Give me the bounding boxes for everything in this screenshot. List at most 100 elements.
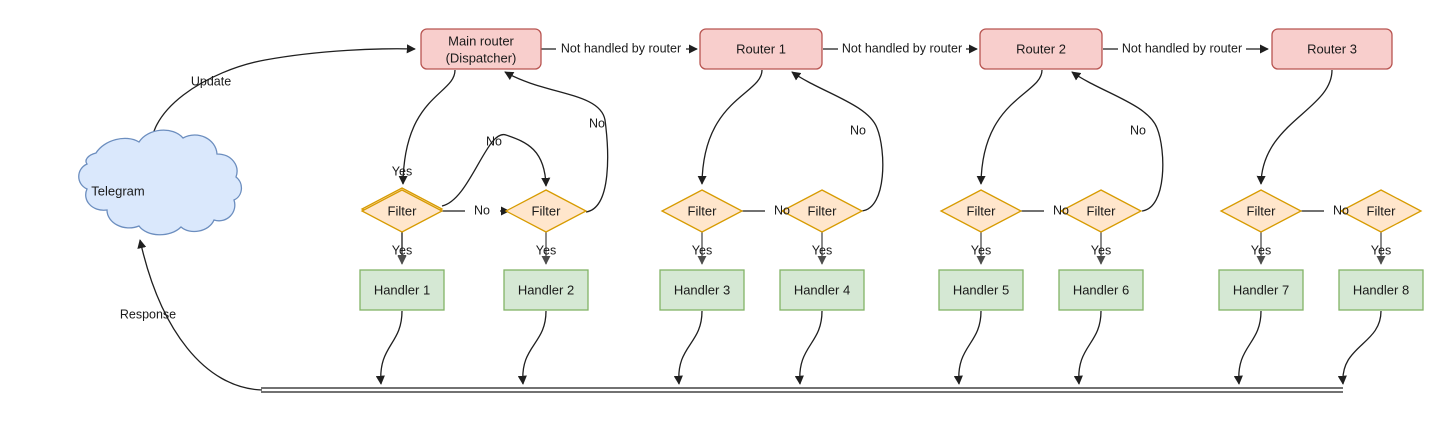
filter-4-shape (504, 189, 588, 233)
node-handler-6[interactable]: Handler 6 (1058, 269, 1144, 311)
handler-8-label: Handler 8 (1353, 282, 1409, 297)
edge-h4-to-bus (794, 310, 823, 385)
handler-5-label: Handler 5 (953, 282, 1009, 297)
filter-6-shape (780, 189, 864, 233)
handler-7-box (1218, 269, 1304, 311)
edge-f6-no-to-r1 (791, 71, 884, 212)
node-handler-4[interactable]: Handler 4 (779, 269, 865, 311)
node-filter-7[interactable]: Filter (939, 189, 1023, 233)
router-main-box (420, 28, 542, 70)
node-router-1[interactable]: Router 1 (699, 28, 823, 70)
edge-f2-no-to-main (504, 71, 609, 213)
label-no-2: No (589, 116, 605, 130)
edge-r3-to-f9 (1256, 69, 1333, 185)
edge-h3-to-bus (673, 310, 703, 385)
router-main-label-line1: Main router (448, 33, 514, 48)
label-yes-1: Yes (392, 164, 412, 178)
node-filter-9[interactable]: Filter (1219, 189, 1303, 233)
filter-6-label: Filter (808, 203, 838, 218)
cloud-label: Telegram (91, 183, 144, 198)
node-handler-7[interactable]: Handler 7 (1218, 269, 1304, 311)
handler-6-label: Handler 6 (1073, 282, 1129, 297)
label-no-4: No (850, 123, 866, 137)
filter-4-label: Filter (532, 203, 562, 218)
label-no-5: No (774, 203, 790, 217)
node-router-main[interactable]: Main router (Dispatcher) (420, 28, 542, 70)
edge-r2-to-f7 (976, 69, 1043, 185)
router-main-label-line2: (Dispatcher) (446, 50, 517, 65)
filter-5-shape (660, 189, 744, 233)
filter-8-shape (1059, 189, 1143, 233)
label-yes-2: Yes (392, 243, 412, 257)
edge-response (137, 239, 263, 391)
node-handler-1[interactable]: Handler 1 (359, 269, 445, 311)
label-no-1: No (486, 134, 502, 148)
router-3-box (1271, 28, 1393, 70)
edge-h6-to-bus (1073, 310, 1102, 385)
label-no-3: No (474, 203, 490, 217)
node-filter-4[interactable]: Filter (504, 189, 588, 233)
handler-1-box (359, 269, 445, 311)
router-1-label: Router 1 (736, 41, 786, 56)
label-no-8: No (1333, 203, 1349, 217)
label-not-handled-1: Not handled by router (561, 41, 681, 55)
node-handler-5[interactable]: Handler 5 (938, 269, 1024, 311)
edge-h1-to-bus (375, 310, 403, 385)
edge-h7-to-bus (1233, 310, 1262, 385)
node-handler-2[interactable]: Handler 2 (503, 269, 589, 311)
node-router-3[interactable]: Router 3 (1271, 28, 1393, 70)
node-filter-8[interactable]: Filter (1059, 189, 1143, 233)
label-yes-4: Yes (692, 243, 712, 257)
filter-3-label: Filter (388, 203, 418, 218)
edge-r1-to-f5 (697, 69, 763, 185)
node-handler-3[interactable]: Handler 3 (659, 269, 745, 311)
handler-7-label: Handler 7 (1233, 282, 1289, 297)
filter-9-label: Filter (1247, 203, 1277, 218)
handler-3-label: Handler 3 (674, 282, 730, 297)
filter-3-shape (360, 189, 444, 233)
node-filter-10[interactable]: Filter (1339, 189, 1423, 233)
node-filter-3[interactable]: Filter (360, 189, 444, 233)
label-yes-8: Yes (1251, 243, 1271, 257)
router-3-label: Router 3 (1307, 41, 1357, 56)
label-yes-9: Yes (1371, 243, 1391, 257)
edge-main-to-f1 (398, 69, 456, 185)
handler-2-box (503, 269, 589, 311)
filter-10-shape (1339, 189, 1423, 233)
edge-f8-no-to-r2 (1071, 71, 1164, 212)
edge-update (150, 44, 416, 161)
node-filter-6[interactable]: Filter (780, 189, 864, 233)
handler-4-label: Handler 4 (794, 282, 850, 297)
router-2-label: Router 2 (1016, 41, 1066, 56)
filter-5-label: Filter (688, 203, 718, 218)
label-no-6: No (1130, 123, 1146, 137)
edge-h8-to-bus (1337, 310, 1382, 385)
handler-1-label: Handler 1 (374, 282, 430, 297)
filter-9-shape (1219, 189, 1303, 233)
label-response: Response (120, 307, 176, 321)
label-update: Update (191, 74, 231, 88)
label-yes-7: Yes (1091, 243, 1111, 257)
label-not-handled-3: Not handled by router (1122, 41, 1242, 55)
node-router-2[interactable]: Router 2 (979, 28, 1103, 70)
cloud-shape (78, 129, 243, 236)
edge-h2-to-bus (517, 310, 547, 385)
handler-6-box (1058, 269, 1144, 311)
handler-3-box (659, 269, 745, 311)
label-yes-5: Yes (812, 243, 832, 257)
filter-7-label: Filter (967, 203, 997, 218)
handler-4-box (779, 269, 865, 311)
handler-8-box (1338, 269, 1424, 311)
router-2-box (979, 28, 1103, 70)
label-yes-3: Yes (536, 243, 556, 257)
filter-7-shape (939, 189, 1023, 233)
router-1-box (699, 28, 823, 70)
node-telegram-cloud[interactable]: Telegram (78, 129, 243, 236)
filter-10-label: Filter (1367, 203, 1397, 218)
handler-5-box (938, 269, 1024, 311)
label-not-handled-2: Not handled by router (842, 41, 962, 55)
node-filter-5[interactable]: Filter (660, 189, 744, 233)
label-yes-6: Yes (971, 243, 991, 257)
node-handler-8[interactable]: Handler 8 (1338, 269, 1424, 311)
